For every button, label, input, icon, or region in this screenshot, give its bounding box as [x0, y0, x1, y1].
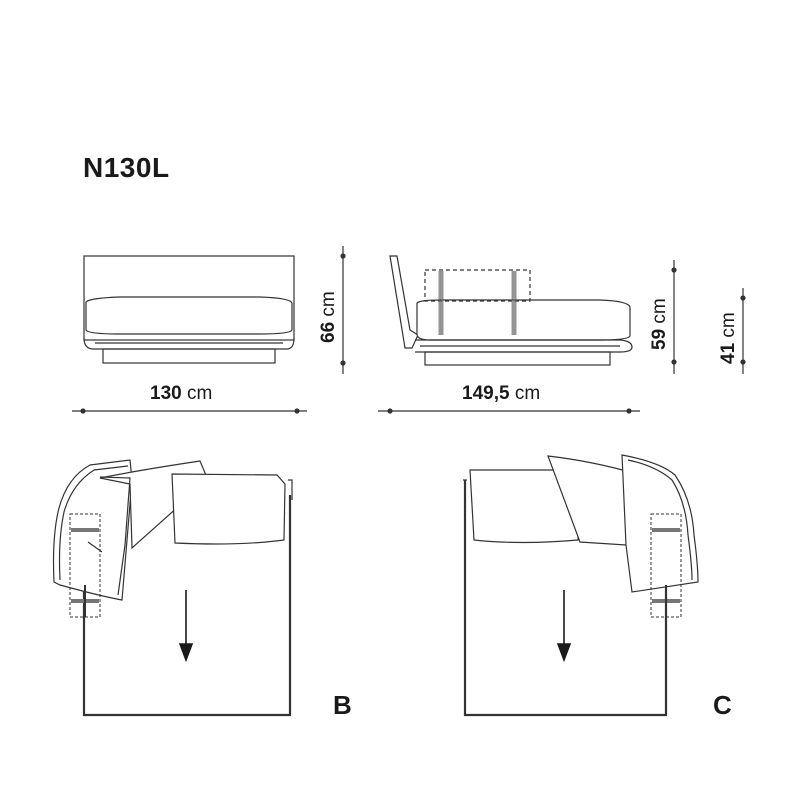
arrow-down-icon-c — [556, 590, 572, 663]
side-seat-height-dimension — [740, 288, 746, 374]
side-depth-unit: cm — [514, 383, 541, 404]
side-depth-value: 149,5 — [462, 383, 510, 404]
side-view-drawing — [389, 255, 633, 366]
front-view-drawing — [83, 255, 295, 364]
side-seat-height-unit: cm — [718, 312, 739, 338]
front-width-label: 130 cm — [150, 383, 212, 405]
front-height-unit: cm — [318, 291, 339, 317]
front-height-label: 66 cm — [318, 291, 340, 343]
side-seat-height-label: 41 cm — [718, 312, 740, 364]
side-back-height-value: 59 — [649, 328, 670, 350]
side-depth-label: 149,5 cm — [462, 383, 540, 405]
front-width-value: 130 — [150, 383, 182, 404]
side-back-height-dimension — [671, 260, 677, 374]
arrow-down-icon-b — [178, 590, 194, 663]
plan-view-c — [463, 454, 699, 717]
front-height-value: 66 — [318, 321, 339, 343]
front-height-dimension — [340, 246, 346, 374]
side-back-height-label: 59 cm — [649, 298, 671, 350]
front-width-dimension — [72, 408, 307, 414]
model-code: N130L — [83, 152, 170, 183]
plan-view-b — [52, 459, 293, 717]
side-back-height-unit: cm — [649, 298, 670, 324]
plan-label-b: B — [333, 690, 352, 720]
side-depth-dimension — [378, 408, 640, 414]
front-width-unit: cm — [186, 383, 213, 404]
plan-label-c: C — [713, 690, 732, 720]
side-seat-height-value: 41 — [718, 342, 739, 364]
